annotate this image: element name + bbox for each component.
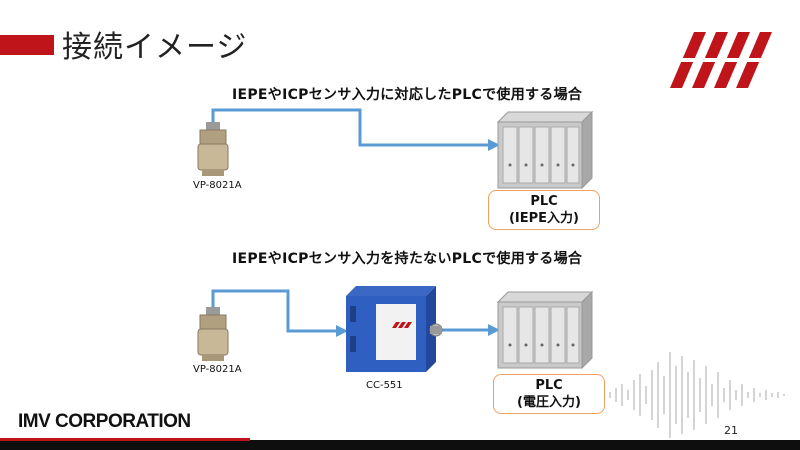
- company-name: IMV CORPORATION: [18, 411, 191, 432]
- plc-1-box: PLC (IEPE入力): [488, 190, 600, 230]
- footer-bar: [0, 440, 800, 450]
- sensor-2-icon: [197, 307, 229, 361]
- plc-2-subtitle: (電圧入力): [517, 395, 581, 410]
- arrow-2b: [488, 324, 500, 336]
- footer-accent: [0, 438, 250, 441]
- sensor-1-label: VP-8021A: [193, 180, 242, 191]
- plc-2-box: PLC (電圧入力): [493, 374, 605, 414]
- scenario1-caption: IEPEやICPセンサ入力に対応したPLCで使用する場合: [232, 87, 583, 103]
- arrow-1: [488, 139, 500, 151]
- plc-1-subtitle: (IEPE入力): [508, 211, 579, 226]
- waveform-decoration: [609, 352, 785, 438]
- cable-2a: [211, 289, 338, 333]
- page-number: 21: [724, 424, 738, 437]
- cable-1: [211, 108, 490, 150]
- plc-rack-2-icon: [496, 290, 594, 370]
- plc-2-title: PLC: [535, 378, 563, 393]
- sensor-1-icon: [197, 122, 229, 176]
- converter-icon: [346, 286, 443, 372]
- arrow-2a: [336, 325, 348, 337]
- sensor-2-label: VP-8021A: [193, 364, 242, 375]
- page-title: 接続イメージ: [62, 30, 248, 65]
- plc-rack-1-icon: [496, 110, 594, 190]
- converter-label: CC-551: [366, 380, 403, 391]
- title-accent-bar: [0, 35, 54, 55]
- imv-logo: [664, 32, 774, 88]
- plc-1-title: PLC: [530, 194, 558, 209]
- scenario2-caption: IEPEやICPセンサ入力を持たないPLCで使用する場合: [232, 251, 583, 267]
